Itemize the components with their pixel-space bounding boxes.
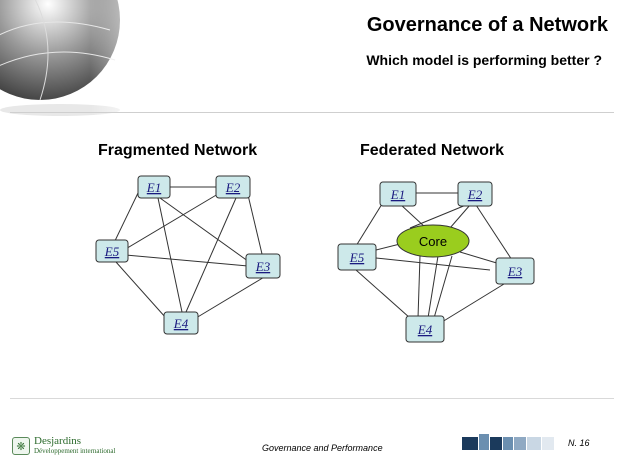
globe-image (0, 0, 150, 125)
desjardins-logo-icon: ❋ (12, 437, 30, 455)
fragmented-node-e4: E4 (163, 311, 199, 335)
slide-title: Governance of a Network (366, 14, 608, 36)
core-node: Core (396, 224, 470, 258)
decorative-bars (462, 434, 555, 450)
logo-subtitle: Développement international (34, 447, 116, 455)
fragmented-node-e2: E2 (215, 175, 251, 199)
edge-e2-e5 (123, 193, 219, 251)
edge-e1-e5 (111, 192, 139, 248)
edge-e2-e4 (185, 197, 237, 313)
federated-node-e3: E3 (495, 257, 535, 285)
fragmented-node-e3: E3 (245, 253, 281, 279)
edge-core-e4 (417, 255, 421, 319)
federated-node-e1: E1 (379, 181, 417, 207)
svg-text:E3: E3 (507, 264, 523, 279)
edge-e1-core (399, 203, 427, 229)
bar-1 (462, 437, 478, 450)
federated-network-title: Federated Network (360, 142, 505, 159)
header-divider (10, 112, 614, 113)
edge-e2-core (449, 204, 471, 229)
edge-e5-e4 (115, 261, 167, 319)
edge-e3-e4 (441, 283, 505, 323)
edge-core-e4-b (427, 255, 439, 319)
bar-6 (527, 437, 541, 450)
federated-node-e5: E5 (337, 243, 377, 271)
bar-4 (503, 437, 513, 450)
svg-text:E4: E4 (173, 316, 189, 331)
federated-node-e4: E4 (405, 315, 445, 343)
svg-text:E1: E1 (146, 180, 161, 195)
edge-e2-e3 (475, 204, 513, 261)
bar-7 (542, 437, 554, 450)
edge-e5-core (375, 243, 401, 251)
edge-e2-e3 (247, 194, 263, 255)
svg-text:E1: E1 (390, 187, 405, 202)
svg-text:E5: E5 (349, 250, 365, 265)
svg-text:Core: Core (419, 234, 447, 249)
fragmented-node-e5: E5 (95, 239, 129, 263)
footer-caption: Governance and Performance (262, 443, 383, 453)
edge-core-e3 (459, 251, 501, 265)
federated-edges (355, 192, 513, 323)
federated-node-e2: E2 (457, 181, 493, 207)
fragmented-edges (111, 186, 267, 319)
svg-text:E3: E3 (255, 259, 271, 274)
edge-e2-core-b (409, 204, 467, 229)
logo-name: Desjardins (34, 435, 82, 447)
fragmented-node-e1: E1 (137, 175, 171, 199)
svg-text:E2: E2 (467, 187, 483, 202)
slide-subtitle: Which model is performing better ? (366, 52, 602, 68)
footer-divider (10, 398, 614, 399)
edge-e1-e5 (355, 203, 383, 247)
edge-e5-e3 (375, 257, 491, 271)
edge-core-e4-c (433, 255, 453, 319)
bar-3 (490, 437, 502, 450)
edge-e3-e4 (195, 275, 267, 319)
bar-2 (479, 434, 489, 450)
page-number: N. 16 (568, 438, 590, 448)
desjardins-logo: ❋ Desjardins Développement international (12, 436, 115, 456)
edge-e5-e3 (125, 254, 249, 267)
edge-e5-e4 (355, 269, 411, 319)
fragmented-network-title: Fragmented Network (98, 142, 258, 159)
svg-text:E2: E2 (225, 180, 241, 195)
svg-text:E5: E5 (104, 244, 120, 259)
edge-e1-e4 (157, 197, 183, 313)
edge-e1-e3 (159, 197, 253, 265)
bar-5 (514, 437, 526, 450)
svg-text:E4: E4 (417, 322, 433, 337)
